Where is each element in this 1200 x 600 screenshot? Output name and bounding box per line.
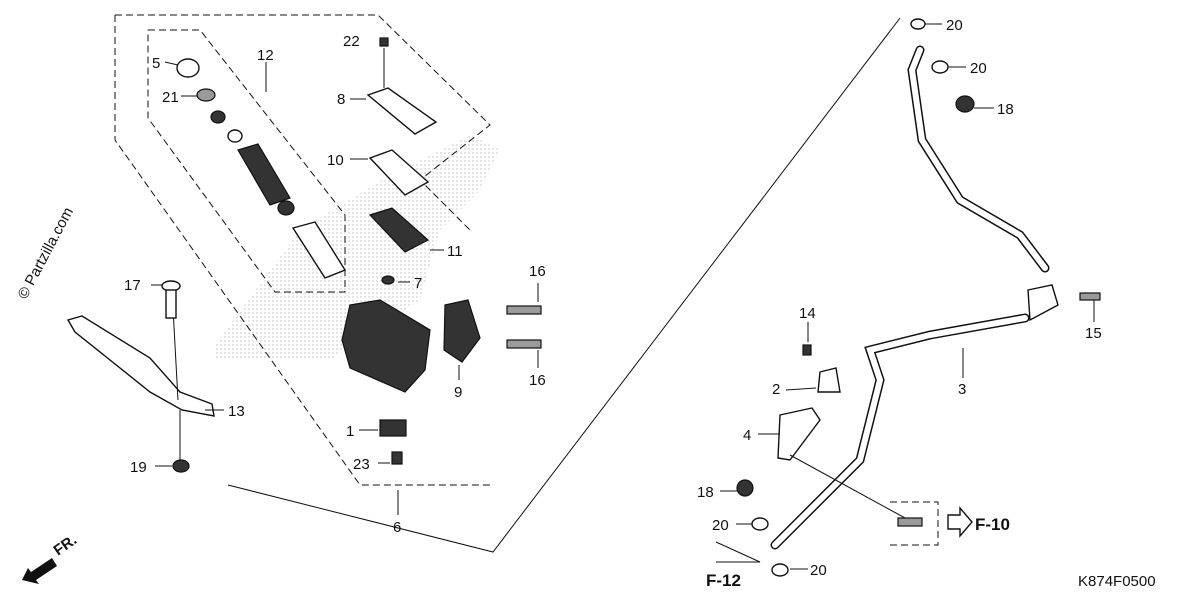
reservoir-diaphragm bbox=[368, 207, 430, 253]
label-10: 10 bbox=[327, 152, 344, 169]
bolt-to-f10 bbox=[897, 517, 923, 527]
front-direction-arrow-icon bbox=[22, 558, 57, 584]
screw-22 bbox=[379, 37, 389, 47]
washers-20 bbox=[751, 18, 949, 577]
label-1: 1 bbox=[346, 423, 354, 440]
label-2: 2 bbox=[772, 381, 780, 398]
front-direction-label: FR. bbox=[51, 531, 81, 559]
label-7: 7 bbox=[414, 275, 422, 292]
brake-hose bbox=[770, 45, 1059, 550]
label-12: 12 bbox=[257, 47, 274, 64]
part-labels: 5 21 12 22 8 10 11 7 17 13 19 1 23 6 9 1… bbox=[124, 17, 1102, 579]
label-18-bottom: 18 bbox=[697, 484, 714, 501]
label-23: 23 bbox=[353, 456, 370, 473]
label-13: 13 bbox=[228, 403, 245, 420]
brake-lever bbox=[66, 289, 215, 460]
label-22: 22 bbox=[343, 33, 360, 50]
master-cylinder-body bbox=[341, 299, 431, 393]
hose-clamp-2 bbox=[817, 367, 841, 393]
watermark-text: © Partzilla.com bbox=[15, 205, 77, 302]
holder bbox=[443, 299, 481, 363]
background-watermark-logo bbox=[215, 135, 500, 360]
ref-f10: F-10 bbox=[975, 515, 1010, 534]
label-11: 11 bbox=[447, 243, 463, 260]
label-14: 14 bbox=[799, 305, 816, 322]
bolts-18 bbox=[736, 95, 975, 497]
bolt-14 bbox=[802, 344, 812, 356]
label-4: 4 bbox=[743, 427, 751, 444]
lever-nut bbox=[172, 459, 190, 473]
label-21: 21 bbox=[162, 89, 179, 106]
label-16-top: 16 bbox=[529, 263, 546, 280]
label-9: 9 bbox=[454, 384, 462, 401]
reservoir-plate bbox=[368, 149, 430, 196]
label-18-top: 18 bbox=[997, 101, 1014, 118]
leader-lines bbox=[151, 23, 1095, 570]
fitting-7 bbox=[381, 275, 395, 285]
label-3: 3 bbox=[958, 381, 966, 398]
reservoir-cap bbox=[366, 48, 438, 135]
screw-23 bbox=[391, 451, 403, 465]
diagram-code: K874F0500 bbox=[1078, 573, 1156, 590]
label-8: 8 bbox=[337, 91, 345, 108]
label-16-bottom: 16 bbox=[529, 372, 546, 389]
master-cylinder-piston-kit bbox=[176, 58, 347, 279]
switch-1 bbox=[379, 419, 407, 437]
ref-f12: F-12 bbox=[706, 571, 741, 590]
bolts-16 bbox=[506, 305, 542, 349]
label-15: 15 bbox=[1085, 325, 1102, 342]
label-20-a: 20 bbox=[946, 17, 963, 34]
stay-4 bbox=[777, 407, 821, 461]
label-20-b: 20 bbox=[970, 60, 987, 77]
label-17: 17 bbox=[124, 277, 141, 294]
f12-marker-icon bbox=[715, 541, 761, 563]
label-19: 19 bbox=[130, 459, 147, 476]
label-20-c: 20 bbox=[712, 517, 729, 534]
f10-arrow-icon bbox=[947, 506, 973, 538]
bolt-15 bbox=[1079, 292, 1101, 301]
label-5: 5 bbox=[152, 55, 160, 72]
label-6: 6 bbox=[393, 519, 401, 536]
pivot-bolt bbox=[161, 280, 181, 319]
label-20-d: 20 bbox=[810, 562, 827, 579]
assembly-outline bbox=[114, 14, 939, 553]
